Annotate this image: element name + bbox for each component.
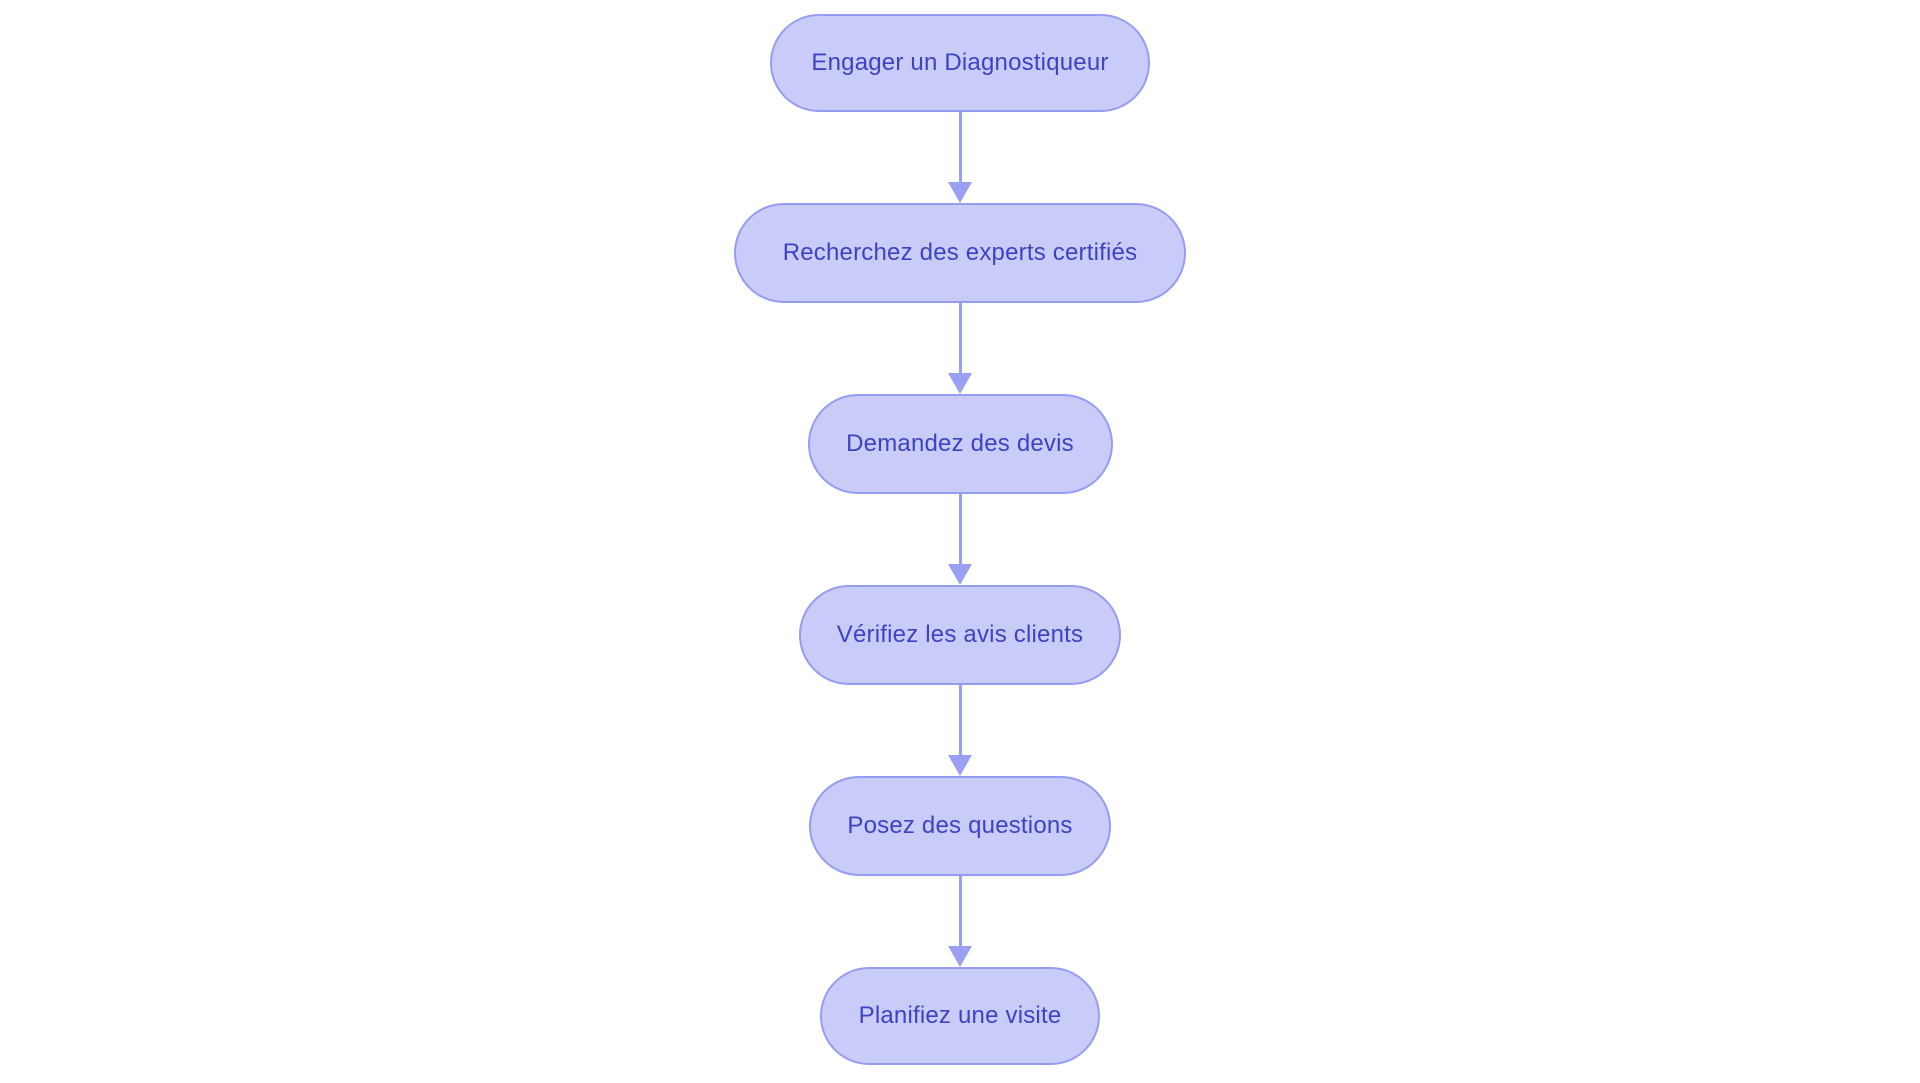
arrow-line [958,876,962,947]
arrow-head-icon [948,946,972,967]
arrow-line [958,494,962,565]
arrow-line [958,685,962,756]
flow-node-label: Recherchez des experts certifiés [782,239,1138,266]
arrow-head-icon [948,755,972,776]
connector-arrow-4 [948,685,972,776]
flow-node-label: Planifiez une visite [858,1002,1062,1029]
connector-arrow-5 [948,876,972,967]
connector-arrow-1 [948,112,972,203]
arrow-head-icon [948,373,972,394]
connector-arrow-2 [948,303,972,394]
arrow-line [958,112,962,183]
flow-node-1: Engager un Diagnostiqueur [770,14,1150,112]
flow-node-label: Posez des questions [847,812,1073,839]
arrow-head-icon [948,182,972,203]
arrow-head-icon [948,564,972,585]
flow-node-label: Demandez des devis [846,430,1074,457]
flow-node-3: Demandez des devis [807,394,1113,494]
flow-node-label: Engager un Diagnostiqueur [811,49,1109,76]
connector-arrow-3 [948,494,972,585]
flow-node-4: Vérifiez les avis clients [799,585,1121,685]
flow-node-2: Recherchez des experts certifiés [734,203,1186,303]
flow-node-5: Posez des questions [809,776,1111,876]
flow-node-label: Vérifiez les avis clients [836,621,1084,648]
arrow-line [958,303,962,374]
flow-node-6: Planifiez une visite [820,967,1100,1065]
